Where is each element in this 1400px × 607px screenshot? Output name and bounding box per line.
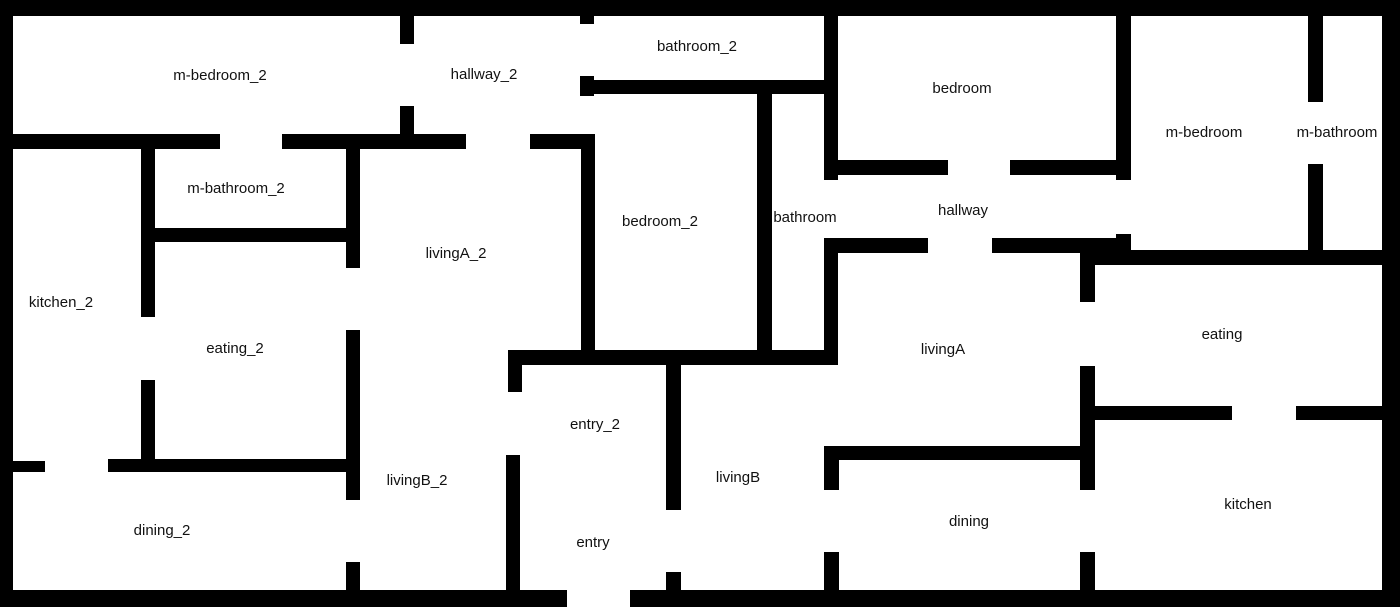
wall [346,140,360,268]
room-label-entry: entry [576,534,610,551]
wall [148,228,353,242]
wall [824,446,1094,460]
wall [1080,552,1095,597]
wall [1080,250,1388,265]
wall [824,14,838,180]
room-label-kitchen: kitchen [1224,496,1272,513]
room-label-kitchen-2: kitchen_2 [29,294,93,311]
wall [346,330,360,500]
wall [13,134,220,149]
wall [530,134,595,149]
room-label-m-bedroom-2: m-bedroom_2 [173,67,266,84]
room-label-entry-2: entry_2 [570,416,620,433]
wall [1116,14,1131,180]
room-label-dining: dining [949,513,989,530]
wall [508,350,838,365]
room-label-hallway: hallway [938,202,989,219]
room-label-m-bathroom-2: m-bathroom_2 [187,180,285,197]
wall [1296,406,1386,420]
wall [666,572,681,597]
outer-wall-right [1382,0,1400,607]
room-label-m-bedroom: m-bedroom [1166,124,1243,141]
room-label-eating-2: eating_2 [206,340,264,357]
wall [141,380,155,470]
outer-wall-bottom-right [630,590,1400,607]
wall [1080,250,1095,302]
room-label-bedroom: bedroom [932,80,991,97]
wall [1308,164,1323,260]
room-label-livingA-2: livingA_2 [426,245,487,262]
wall [346,562,360,597]
outer-wall-top [0,0,1400,16]
room-label-bathroom-2: bathroom_2 [657,38,737,55]
wall [1308,14,1323,102]
wall [1116,234,1131,252]
room-label-bathroom: bathroom [773,209,836,226]
wall [1010,160,1128,175]
room-label-eating: eating [1202,326,1243,343]
wall [580,80,838,94]
wall [757,90,772,352]
wall [824,552,839,597]
outer-wall-left [0,0,13,607]
wall [824,238,838,363]
wall [282,134,466,149]
room-label-hallway-2: hallway_2 [451,66,518,83]
outer-wall-bottom-left [0,590,567,607]
room-label-bedroom-2: bedroom_2 [622,213,698,230]
wall [992,238,1122,253]
room-label-dining-2: dining_2 [134,522,191,539]
wall [508,350,522,392]
room-label-livingB-2: livingB_2 [387,472,448,489]
wall [13,461,45,472]
wall [666,362,681,510]
wall [580,12,594,24]
wall [1090,406,1232,420]
room-labels: m-bedroom_2 hallway_2 bathroom_2 bedroom… [29,38,1378,551]
wall [581,134,595,362]
room-label-livingA: livingA [921,341,965,358]
wall [824,446,839,490]
wall [108,459,353,472]
wall [400,106,414,140]
wall [506,455,520,595]
room-label-m-bathroom: m-bathroom [1297,124,1378,141]
wall [828,160,948,175]
wall [1080,366,1095,490]
room-label-livingB: livingB [716,469,760,486]
wall [828,238,928,253]
wall [400,14,414,44]
